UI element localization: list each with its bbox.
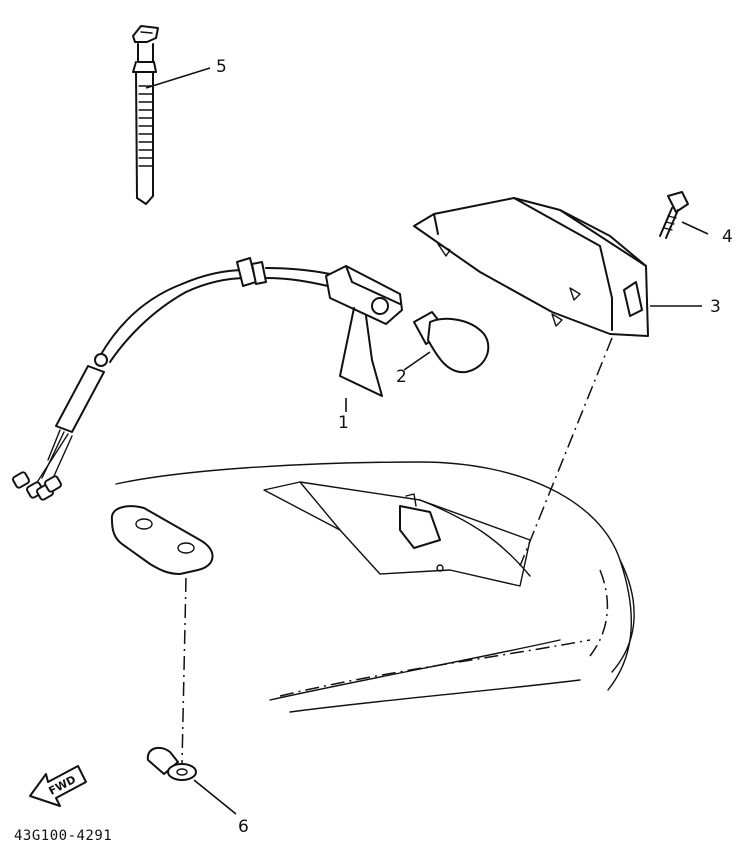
grommet-clip — [146, 746, 197, 781]
assembly-center-lines — [181, 337, 613, 765]
forward-direction-arrow: FWD — [29, 765, 87, 807]
drawing-code: 43G100-4291 — [14, 828, 112, 844]
callout-6: 6 — [238, 817, 249, 837]
callout-5: 5 — [216, 57, 227, 77]
leader-lines — [145, 67, 709, 815]
socket-cord — [12, 257, 403, 501]
rear-fender — [115, 461, 635, 713]
lens-cover — [413, 197, 649, 337]
cable-tie — [132, 25, 159, 205]
screw — [659, 191, 689, 239]
mounting-plate — [110, 505, 214, 575]
callout-3: 3 — [710, 297, 721, 317]
callout-2: 2 — [396, 367, 407, 387]
callout-1: 1 — [338, 413, 349, 433]
bulb — [413, 311, 490, 374]
callout-4: 4 — [722, 227, 733, 247]
